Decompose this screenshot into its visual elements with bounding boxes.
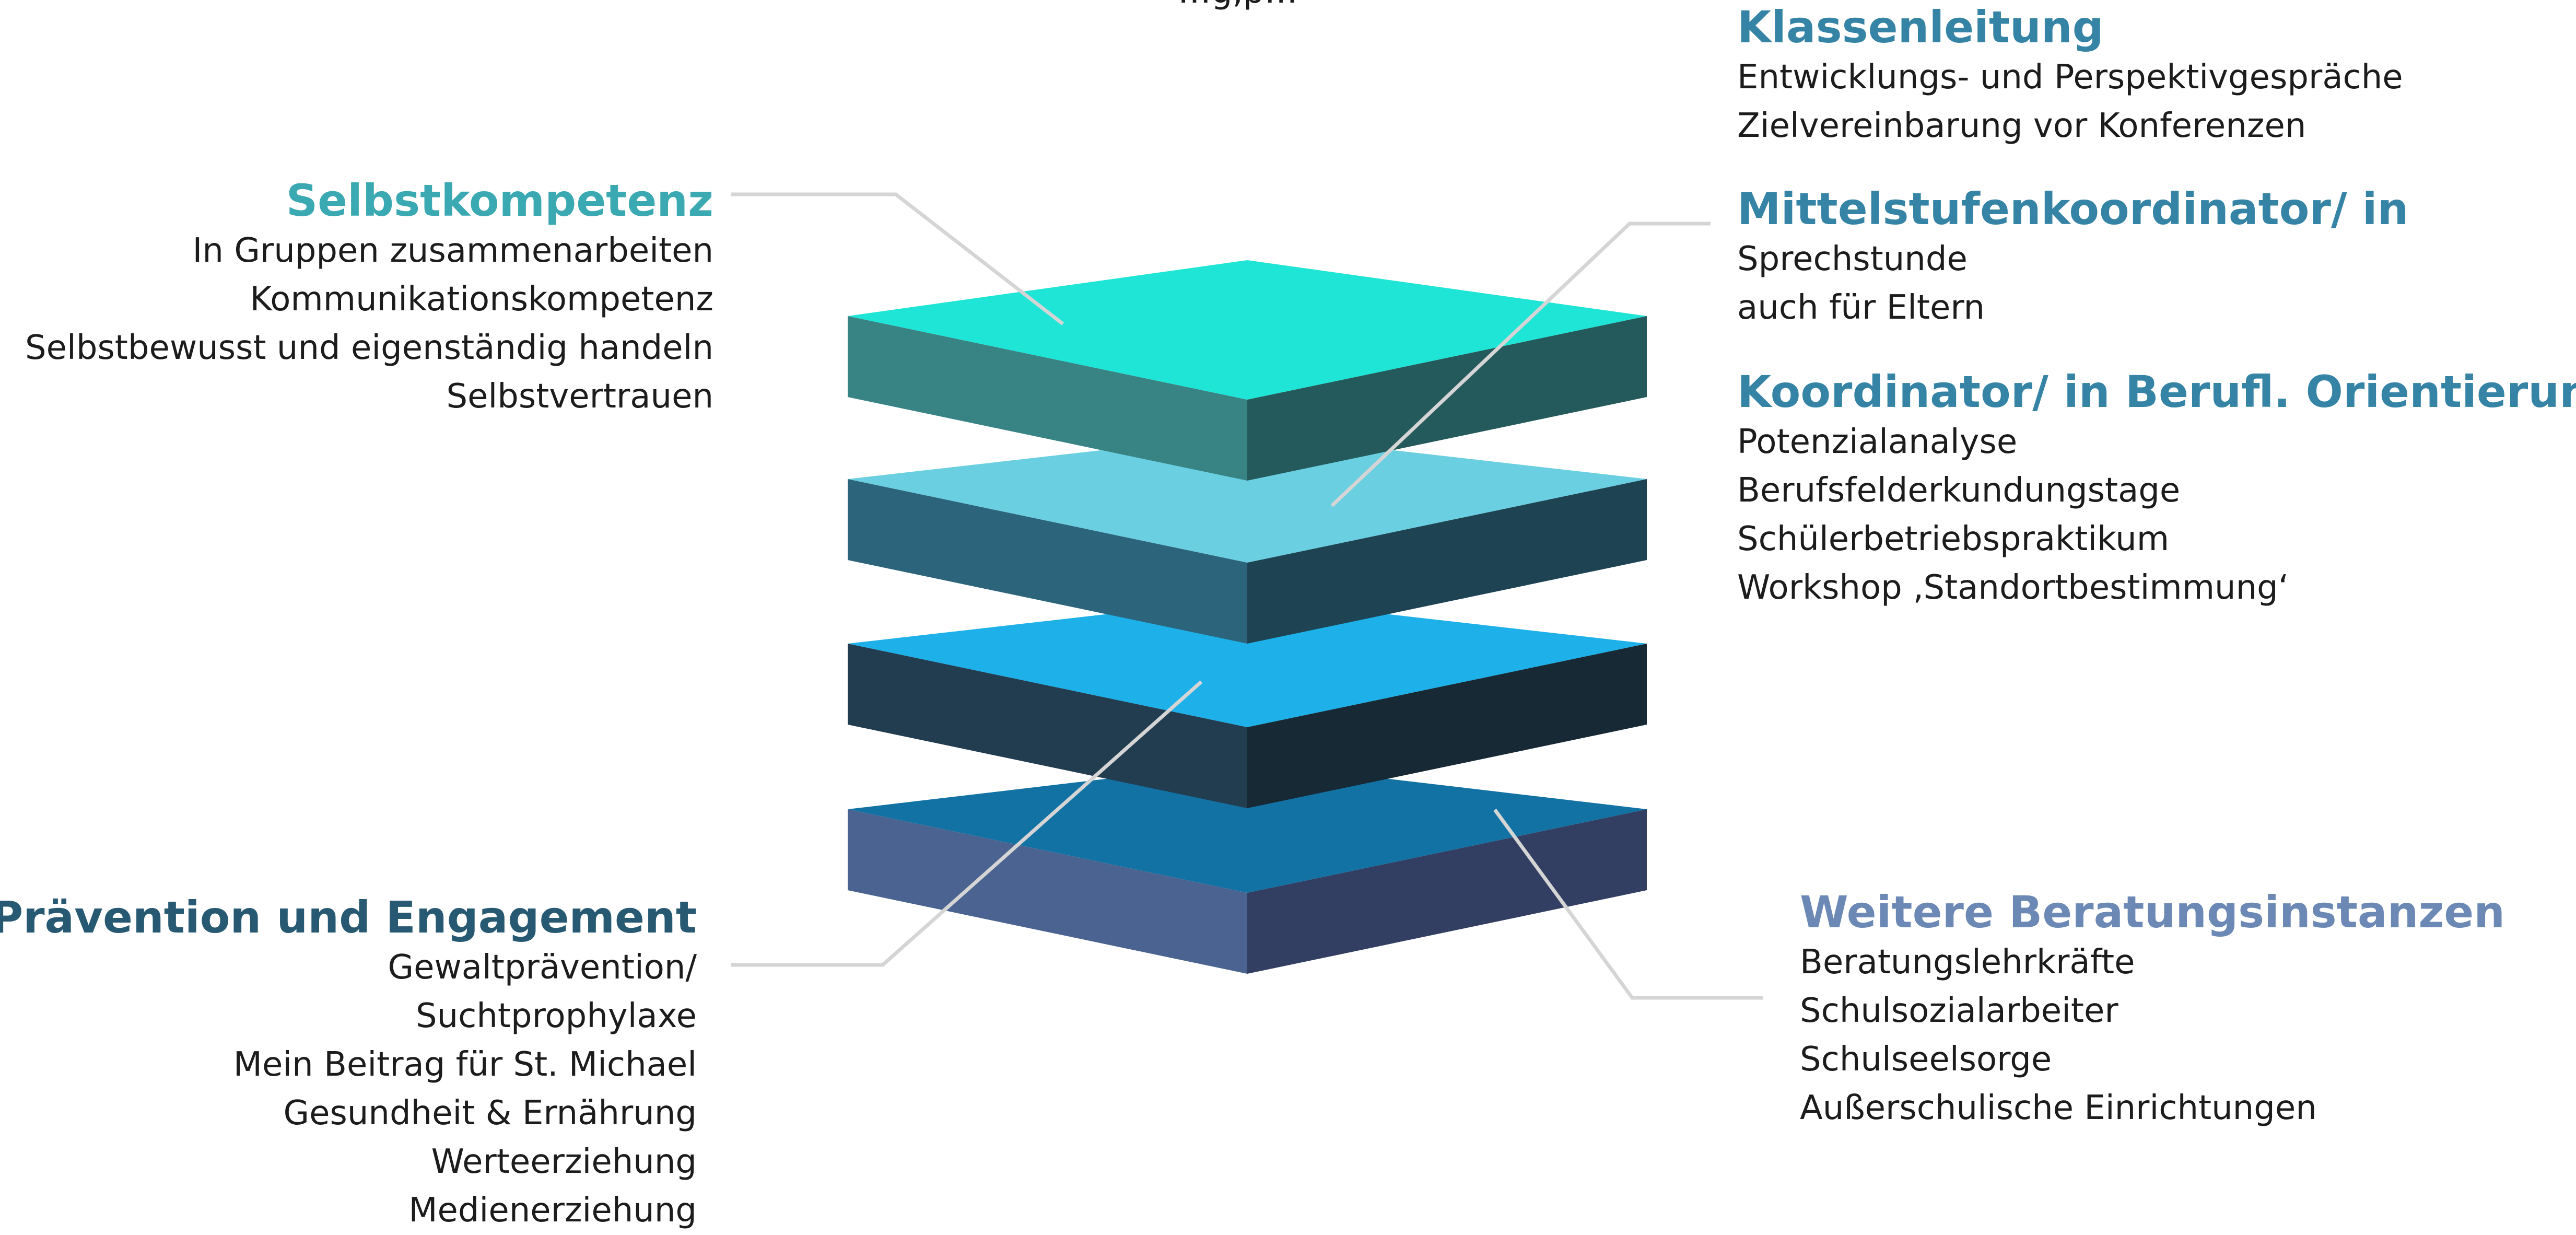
klassenleitung-block: Klassenleitung Entwicklungs- und Perspek… xyxy=(1737,1,2403,150)
selbstkompetenz-item: In Gruppen zusammenarbeiten xyxy=(192,231,713,270)
layer-1-slab xyxy=(848,260,1647,481)
berufsorientierung-item: Berufsfelderkundungstage xyxy=(1737,471,2181,510)
layer-2-top-face xyxy=(848,434,1647,563)
praevention-item: Medienerziehung xyxy=(408,1191,697,1230)
selbstkompetenz-heading: Selbstkompetenz xyxy=(286,175,713,226)
praevention-item: Gesundheit & Ernährung xyxy=(283,1094,697,1133)
selbstkompetenz-block: Selbstkompetenz In Gruppen zusammenarbei… xyxy=(25,174,713,421)
weitere-item: Außerschulische Einrichtungen xyxy=(1800,1089,2317,1127)
clipped-top-text: …g,p… xyxy=(1178,0,1298,16)
selbstkompetenz-item: Selbstbewusst und eigenständig handeln xyxy=(25,329,713,367)
mittelstufe-item: Sprechstunde xyxy=(1737,240,1968,278)
klassenleitung-item: Entwicklungs- und Perspektivgespräche xyxy=(1737,58,2403,97)
praevention-heading: Prävention und Engagement xyxy=(0,892,697,943)
klassenleitung-item: Zielvereinbarung vor Konferenzen xyxy=(1737,107,2306,145)
layer-4-top-face xyxy=(848,762,1647,893)
layer-3-left-face xyxy=(848,644,1247,808)
layer-1-left-face xyxy=(848,316,1247,481)
praevention-item: Suchtprophylaxe xyxy=(415,997,697,1035)
connector-mittelstufe xyxy=(1330,222,1711,507)
connector-weitere xyxy=(1493,808,1763,1000)
praevention-item: Mein Beitrag für St. Michael xyxy=(233,1045,697,1084)
layer-2-slab xyxy=(848,434,1647,644)
praevention-item: Werteerziehung xyxy=(431,1143,697,1181)
layer-2-left-face xyxy=(848,479,1247,644)
layer-3-top-face xyxy=(848,598,1647,727)
berufsorientierung-item: Workshop ‚Standortbestimmung‘ xyxy=(1737,568,2289,607)
selbstkompetenz-item: Selbstvertrauen xyxy=(446,377,713,416)
selbstkompetenz-item: Kommunikationskompetenz xyxy=(250,280,713,319)
berufsorientierung-block: Koordinator/ in Berufl. Orientierung Pot… xyxy=(1737,366,2576,612)
layer-3-right-face xyxy=(1247,644,1647,808)
layer-4-left-face xyxy=(848,809,1247,974)
berufsorientierung-item: Potenzialanalyse xyxy=(1737,423,2018,461)
layer-1-top-face xyxy=(848,260,1647,400)
connector-lines xyxy=(731,192,1763,1000)
weitere-heading: Weitere Beratungsinstanzen xyxy=(1800,887,2505,938)
berufsorientierung-item: Schülerbetriebspraktikum xyxy=(1737,520,2170,558)
weitere-item: Schulsozialarbeiter xyxy=(1800,992,2118,1030)
layer-2-right-face xyxy=(1247,479,1647,644)
connector-praevention xyxy=(731,680,1203,967)
weitere-item: Beratungslehrkräfte xyxy=(1800,943,2135,982)
layer-4-right-face xyxy=(1247,809,1647,974)
mittelstufe-item: auch für Eltern xyxy=(1737,288,1985,327)
layer-4-slab xyxy=(848,762,1647,974)
praevention-block: Prävention und Engagement Gewaltpräventi… xyxy=(0,891,697,1235)
weitere-block: Weitere Beratungsinstanzen Beratungslehr… xyxy=(1800,886,2505,1133)
praevention-item: Gewaltprävention/ xyxy=(388,948,697,987)
connector-selbstkompetenz xyxy=(731,192,1064,325)
mittelstufe-heading: Mittelstufenkoordinator/ in xyxy=(1737,183,2409,235)
mittelstufe-block: Mittelstufenkoordinator/ in Sprechstunde… xyxy=(1737,183,2408,332)
layer-3-slab xyxy=(848,598,1647,808)
berufsorientierung-heading: Koordinator/ in Berufl. Orientierung xyxy=(1737,366,2576,417)
klassenleitung-heading: Klassenleitung xyxy=(1737,2,2104,53)
weitere-item: Schulseelsorge xyxy=(1800,1040,2052,1079)
